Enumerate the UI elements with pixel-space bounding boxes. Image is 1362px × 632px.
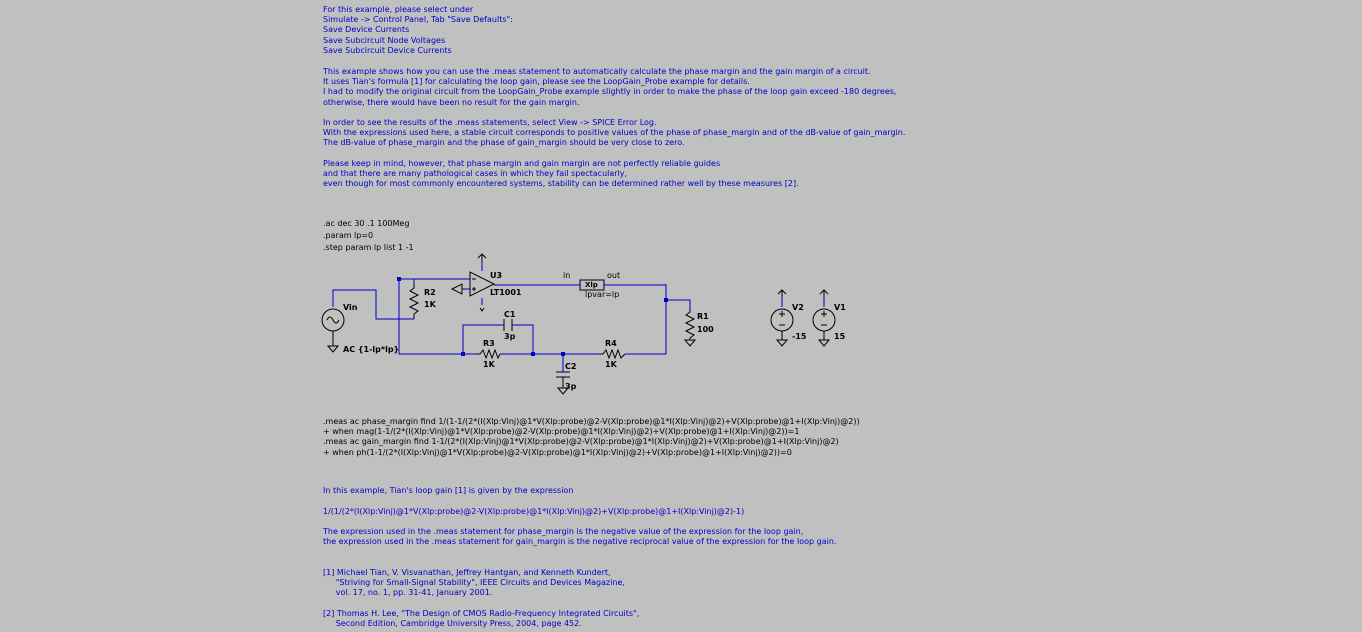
r4-symbol xyxy=(599,348,626,360)
c2-symbol xyxy=(556,371,570,395)
v1-symbol xyxy=(812,289,836,347)
r1-value[interactable]: 100 xyxy=(697,325,714,334)
wire-r4-right xyxy=(625,284,667,355)
wire-c1-right xyxy=(512,324,534,354)
meas-directives[interactable]: .meas ac phase_margin find 1/(1-1/(2*(I(… xyxy=(323,417,860,457)
wire-feedback-left xyxy=(398,279,463,355)
u3-model-label[interactable]: LT1001 xyxy=(490,288,522,297)
xlp-symbol xyxy=(579,279,605,291)
net-in-label[interactable]: in xyxy=(563,271,571,280)
comment-results-note: In order to see the results of the .meas… xyxy=(323,118,906,148)
junction-dots xyxy=(397,277,668,356)
c1-symbol xyxy=(503,319,513,331)
r2-label[interactable]: R2 xyxy=(424,288,436,297)
u3-label[interactable]: U3 xyxy=(490,271,503,280)
r3-label[interactable]: R3 xyxy=(483,339,495,348)
wire-c1-left xyxy=(462,324,504,354)
vin-value[interactable]: AC {1-lp*lp} xyxy=(343,345,400,354)
xlp-label[interactable]: Xlp xyxy=(585,281,598,289)
r1-symbol xyxy=(683,309,697,347)
v2-symbol xyxy=(770,289,794,347)
comment-loop-gain-intro: In this example, Tian's loop gain [1] is… xyxy=(323,486,574,495)
components xyxy=(321,253,836,395)
comment-ref1: [1] Michael Tian, V. Visvanathan, Jeffre… xyxy=(323,568,625,598)
spice-directives[interactable]: .ac dec 30 .1 100Meg .param lp=0 .step p… xyxy=(323,219,414,252)
comment-ref2: [2] Thomas H. Lee, "The Design of CMOS R… xyxy=(323,609,640,629)
r1-label[interactable]: R1 xyxy=(697,312,709,321)
r2-value[interactable]: 1K xyxy=(424,300,436,309)
v1-value[interactable]: 15 xyxy=(834,332,846,341)
comment-loop-gain-expr: 1/(1/(2*(I(Xlp:Vinj)@1*V(Xlp:probe)@2-V(… xyxy=(323,507,745,516)
wire-r1-top xyxy=(666,299,691,309)
comment-loop-gain-note: The expression used in the .meas stateme… xyxy=(323,527,837,547)
xlp-param-label[interactable]: lpvar=lp xyxy=(585,290,620,299)
wires xyxy=(332,262,825,372)
r3-value[interactable]: 1K xyxy=(483,360,495,369)
c2-value[interactable]: 3p xyxy=(565,382,577,391)
comment-caveat: Please keep in mind, however, that phase… xyxy=(323,159,799,189)
comment-instructions: For this example, please select under Si… xyxy=(323,5,513,55)
r2-symbol xyxy=(408,284,420,319)
v2-label[interactable]: V2 xyxy=(792,303,804,312)
v2-value[interactable]: -15 xyxy=(792,332,807,341)
r4-value[interactable]: 1K xyxy=(605,360,617,369)
u3-symbol xyxy=(450,253,496,312)
r3-symbol xyxy=(476,348,501,360)
c2-label[interactable]: C2 xyxy=(565,362,577,371)
vin-label[interactable]: Vin xyxy=(343,303,358,312)
v1-label[interactable]: V1 xyxy=(834,303,846,312)
comment-description: This example shows how you can use the .… xyxy=(323,67,897,107)
c1-label[interactable]: C1 xyxy=(504,310,516,319)
r4-label[interactable]: R4 xyxy=(605,339,617,348)
net-out-label[interactable]: out xyxy=(607,271,621,280)
wire-vin-r2 xyxy=(332,289,414,320)
c1-value[interactable]: 3p xyxy=(504,332,516,341)
vin-source-symbol xyxy=(321,308,345,353)
